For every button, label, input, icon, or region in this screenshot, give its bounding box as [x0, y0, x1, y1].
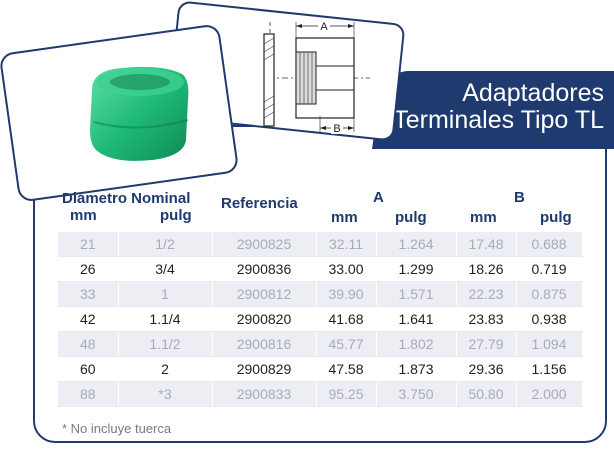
cell-a-pulg: 1.641 [376, 306, 457, 332]
page-title: Adaptadores Terminales Tipo TL [378, 80, 604, 134]
header-pulg: pulg [160, 207, 192, 224]
header-referencia: Referencia [221, 195, 298, 212]
cell-b-mm: 29.36 [456, 356, 517, 382]
cell-b-mm: 22.23 [456, 281, 517, 307]
cell-mm: 33 [58, 281, 119, 307]
title-line-1: Adaptadores [462, 79, 604, 107]
cell-a-pulg: 1.873 [376, 356, 457, 382]
dim-b-label: B [333, 123, 340, 134]
cell-mm: 48 [58, 331, 119, 357]
cell-mm: 88 [58, 381, 119, 407]
cell-pulg: 1.1/4 [118, 306, 213, 332]
cell-a-mm: 33.00 [316, 256, 377, 282]
cell-b-pulg: 2.000 [516, 381, 583, 407]
header-diametro-nominal: Diámetro Nominal [62, 190, 191, 207]
title-line-2: Terminales Tipo TL [393, 106, 604, 134]
cell-referencia: 2900829 [212, 356, 317, 382]
cell-pulg: 2 [118, 356, 213, 382]
cell-b-pulg: 0.719 [516, 256, 583, 282]
header-a: A [373, 189, 384, 206]
cell-referencia: 2900825 [212, 232, 317, 257]
header-b: B [514, 189, 525, 206]
cell-referencia: 2900820 [212, 306, 317, 332]
cell-a-pulg: 1.264 [376, 232, 457, 257]
cell-a-mm: 41.68 [316, 306, 377, 332]
cell-pulg: 1/2 [118, 232, 213, 257]
cell-a-pulg: 1.802 [376, 331, 457, 357]
cell-a-mm: 39.90 [316, 281, 377, 307]
cell-mm: 21 [58, 232, 119, 257]
cell-b-mm: 18.26 [456, 256, 517, 282]
cell-b-mm: 50.80 [456, 381, 517, 407]
dim-a-label: A [320, 21, 328, 33]
cell-b-pulg: 1.094 [516, 331, 583, 357]
cell-a-pulg: 1.571 [376, 281, 457, 307]
cell-a-pulg: 1.299 [376, 256, 457, 282]
cell-referencia: 2900833 [212, 381, 317, 407]
cell-referencia: 2900836 [212, 256, 317, 282]
cell-a-mm: 32.11 [316, 232, 377, 257]
cell-referencia: 2900816 [212, 331, 317, 357]
header-b-mm: mm [470, 209, 497, 226]
cell-a-mm: 95.25 [316, 381, 377, 407]
cell-pulg: 1 [118, 281, 213, 307]
header-mm: mm [70, 207, 97, 224]
footnote: * No incluye tuerca [62, 421, 172, 436]
cell-b-pulg: 0.688 [516, 232, 583, 257]
header-a-mm: mm [331, 209, 358, 226]
cell-b-pulg: 1.156 [516, 356, 583, 382]
technical-drawing: A B [263, 19, 370, 134]
header-a-pulg: pulg [395, 209, 427, 226]
cell-referencia: 2900812 [212, 281, 317, 307]
cell-pulg: 1.1/2 [118, 331, 213, 357]
cell-b-mm: 23.83 [456, 306, 517, 332]
cell-b-pulg: 0.875 [516, 281, 583, 307]
cell-mm: 42 [58, 306, 119, 332]
cell-a-pulg: 3.750 [376, 381, 457, 407]
cell-b-pulg: 0.938 [516, 306, 583, 332]
product-image [90, 66, 189, 161]
cell-a-mm: 45.77 [316, 331, 377, 357]
cell-a-mm: 47.58 [316, 356, 377, 382]
cell-mm: 26 [58, 256, 119, 282]
cell-b-mm: 17.48 [456, 232, 517, 257]
cell-b-mm: 27.79 [456, 331, 517, 357]
cell-pulg: 3/4 [118, 256, 213, 282]
cell-pulg: *3 [118, 381, 213, 407]
cell-mm: 60 [58, 356, 119, 382]
header-b-pulg: pulg [540, 209, 572, 226]
